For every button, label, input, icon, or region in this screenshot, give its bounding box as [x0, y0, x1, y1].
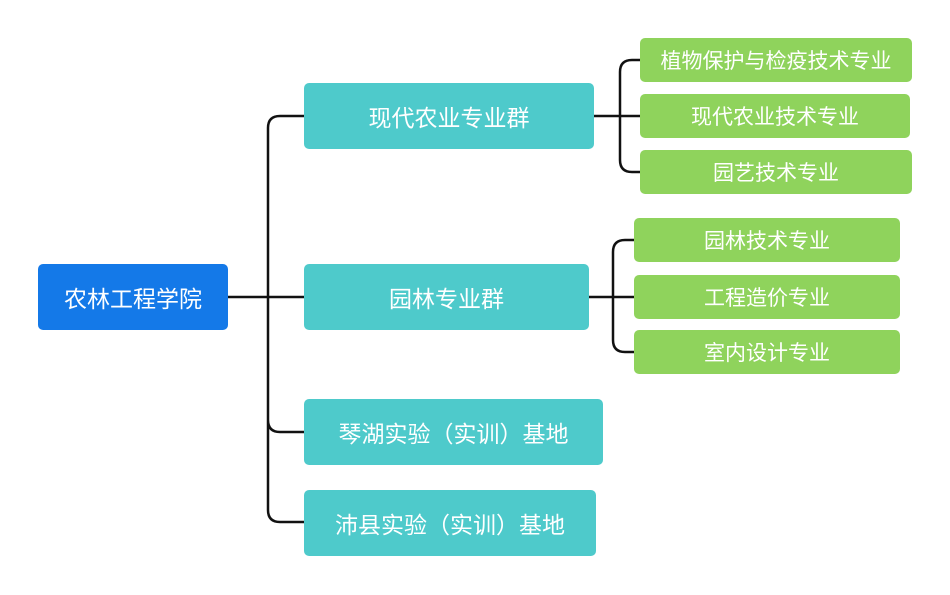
- group-label: 园林专业群: [389, 287, 504, 313]
- leaf-label: 现代农业技术专业: [691, 105, 859, 129]
- group-node-landscape: 园林专业群: [304, 264, 589, 330]
- group-label: 现代农业专业群: [368, 106, 530, 132]
- group-node-modern-agriculture: 现代农业专业群: [304, 83, 594, 149]
- leaf-label: 植物保护与检疫技术专业: [660, 49, 892, 73]
- leaf-label: 园林技术专业: [704, 229, 830, 253]
- group-node-qinhu-base: 琴湖实验（实训）基地: [304, 399, 603, 465]
- leaf-node: 园林技术专业: [634, 218, 900, 262]
- root-node: 农林工程学院: [38, 264, 228, 330]
- group-label: 沛县实验（实训）基地: [335, 513, 565, 539]
- leaf-node: 园艺技术专业: [640, 150, 912, 194]
- leaf-node: 工程造价专业: [634, 275, 900, 319]
- connector-trunk: [266, 114, 304, 524]
- leaf-node: 室内设计专业: [634, 330, 900, 374]
- connector-group2-leaves: [589, 238, 634, 354]
- leaf-node: 植物保护与检疫技术专业: [640, 38, 912, 82]
- leaf-label: 园艺技术专业: [713, 161, 839, 185]
- leaf-label: 工程造价专业: [704, 286, 830, 310]
- connector-group1-leaves: [594, 58, 640, 174]
- leaf-label: 室内设计专业: [704, 341, 830, 365]
- group-label: 琴湖实验（实训）基地: [338, 422, 569, 448]
- group-node-peixian-base: 沛县实验（实训）基地: [304, 490, 596, 556]
- leaf-node: 现代农业技术专业: [640, 94, 910, 138]
- root-label: 农林工程学院: [64, 287, 202, 313]
